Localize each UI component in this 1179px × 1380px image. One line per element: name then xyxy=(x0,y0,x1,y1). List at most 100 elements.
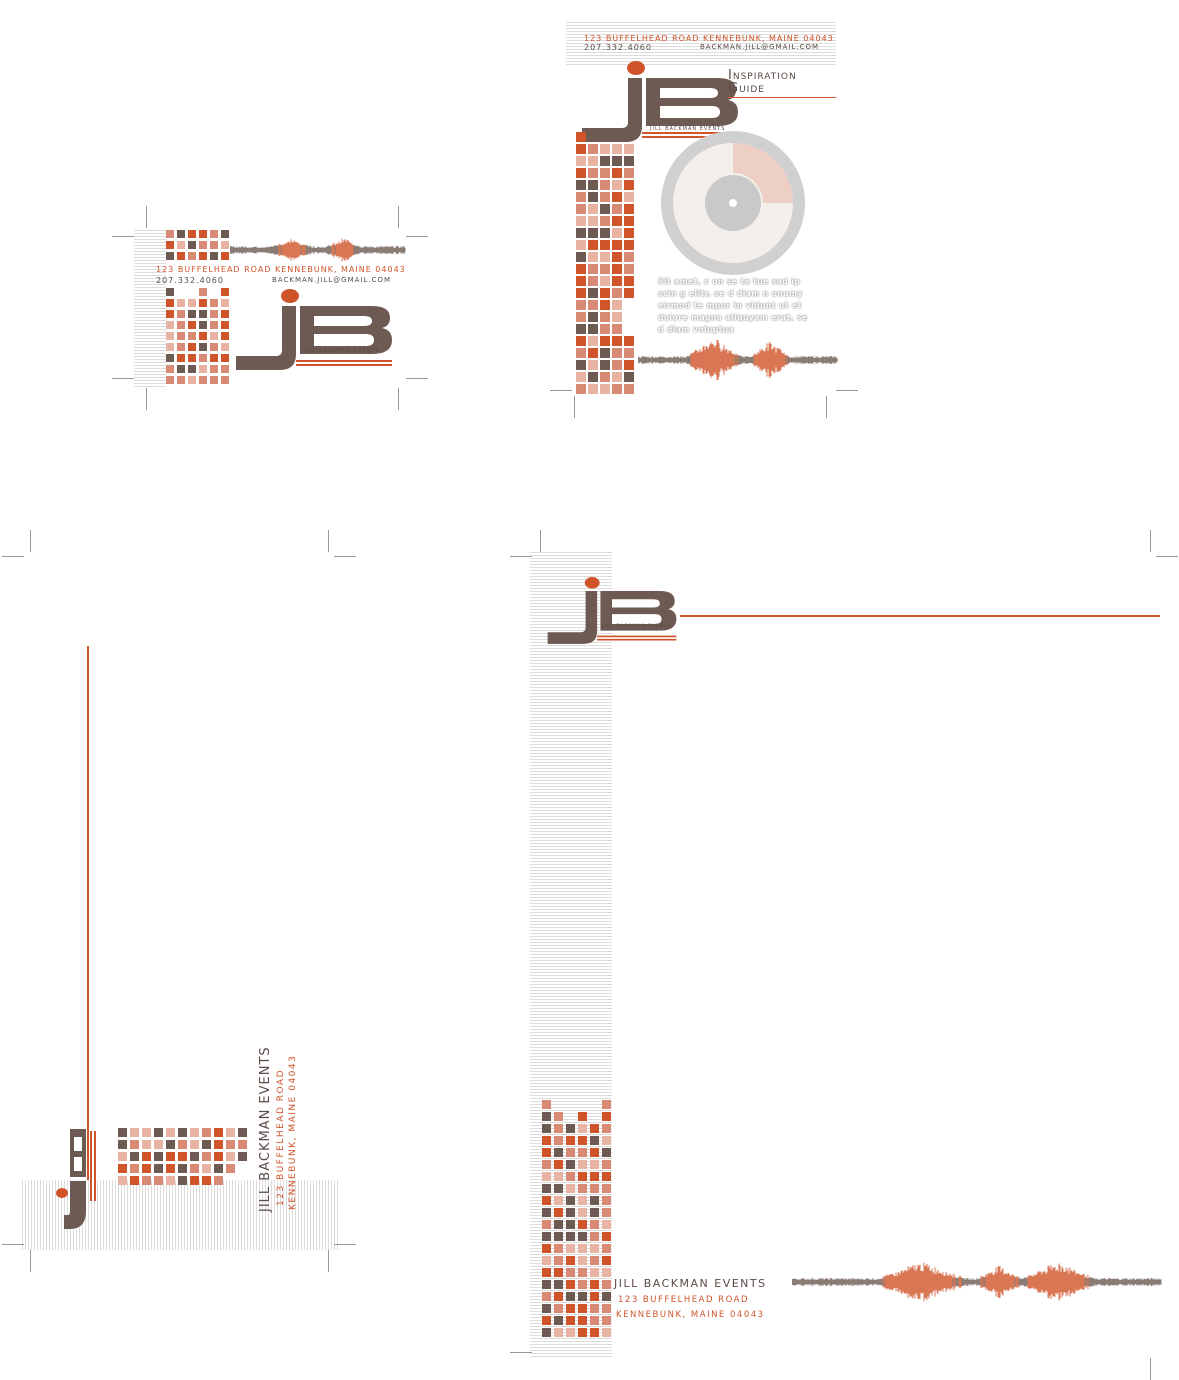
mosaic-tile xyxy=(199,321,207,329)
mosaic-tile xyxy=(178,1176,187,1185)
mosaic-tile xyxy=(542,1244,551,1253)
mosaic-tile xyxy=(590,1268,599,1277)
mosaic-tile xyxy=(624,240,634,250)
mosaic-tile xyxy=(188,354,196,362)
mosaic-tile xyxy=(118,1176,127,1185)
mosaic-tile xyxy=(542,1136,551,1145)
mosaic-tile xyxy=(578,1292,587,1301)
mosaic-tile xyxy=(576,252,586,262)
mosaic-tile xyxy=(554,1112,563,1121)
mosaic-tile xyxy=(566,1316,575,1325)
mosaic-tile xyxy=(590,1160,599,1169)
mosaic-tile xyxy=(202,1140,211,1149)
crop-mark xyxy=(574,396,575,418)
mosaic-tile xyxy=(166,332,174,340)
crop-mark xyxy=(836,390,858,391)
mosaic-tile xyxy=(590,1196,599,1205)
envelope-city: kennebunk, maine 04043 xyxy=(288,1054,298,1210)
mosaic-tile xyxy=(612,168,622,178)
mosaic-tile xyxy=(602,1280,611,1289)
mosaic-tile xyxy=(612,228,622,238)
mosaic-tile xyxy=(226,1140,235,1149)
letterhead: JILL BACKMAN EVENTS JILL BACKMAN EVENTS … xyxy=(530,550,1162,1360)
mosaic-tile xyxy=(590,1304,599,1313)
mosaic-tile xyxy=(612,312,622,322)
card-logo-caption: JILL BACKMAN EVENTS xyxy=(304,348,380,354)
mosaic-tile xyxy=(612,216,622,226)
mosaic-tile xyxy=(588,288,598,298)
mosaic-tile xyxy=(590,1244,599,1253)
mosaic-tile xyxy=(554,1196,563,1205)
mosaic-tile xyxy=(166,230,174,238)
mosaic-tile xyxy=(554,1160,563,1169)
mosaic-tile xyxy=(202,1128,211,1137)
mosaic-tile xyxy=(588,168,598,178)
mosaic-tile xyxy=(612,300,622,310)
crop-mark xyxy=(398,206,399,228)
mosaic-tile xyxy=(566,1196,575,1205)
crop-mark xyxy=(550,390,572,391)
mosaic-tile xyxy=(166,299,174,307)
mosaic-tile xyxy=(210,365,218,373)
mosaic-tile xyxy=(199,241,207,249)
mosaic-tile xyxy=(188,252,196,260)
mosaic-tile xyxy=(214,1140,223,1149)
mosaic-tile xyxy=(600,216,610,226)
mosaic-tile xyxy=(600,300,610,310)
mosaic-tile xyxy=(588,228,598,238)
mosaic-tile xyxy=(588,264,598,274)
guide-title-rule xyxy=(728,97,836,98)
mosaic-tile xyxy=(612,144,622,154)
mosaic-tile xyxy=(214,1176,223,1185)
mosaic-tile xyxy=(554,1172,563,1181)
mosaic-tile xyxy=(221,299,229,307)
mosaic-tile xyxy=(588,300,598,310)
mosaic-tile xyxy=(542,1196,551,1205)
mosaic-tile xyxy=(178,1164,187,1173)
mosaic-tile xyxy=(542,1100,551,1109)
mosaic-tile xyxy=(576,288,586,298)
mosaic-tile xyxy=(612,360,622,370)
mosaic-tile xyxy=(221,343,229,351)
mosaic-tile xyxy=(590,1280,599,1289)
mosaic-tile xyxy=(624,348,634,358)
mosaic-tile xyxy=(166,252,174,260)
mosaic-tile xyxy=(612,240,622,250)
card-address: 123 buffelhead road kennebunk, maine 040… xyxy=(156,265,406,274)
mosaic-tile xyxy=(221,241,229,249)
mosaic-tile xyxy=(612,348,622,358)
mosaic-tile xyxy=(554,1220,563,1229)
mosaic-tile xyxy=(612,252,622,262)
guide-body-text: Sit amet, c on se te tue sad ip scin g e… xyxy=(658,277,808,334)
mosaic-tile xyxy=(624,204,634,214)
letterhead-top-rule xyxy=(680,615,1160,617)
letterhead-city: kennebunk, maine 04043 xyxy=(616,1310,765,1320)
mosaic-tile xyxy=(177,299,185,307)
mosaic-tile xyxy=(566,1124,575,1133)
mosaic-tile xyxy=(602,1148,611,1157)
mosaic-tile xyxy=(190,1140,199,1149)
mosaic-tile xyxy=(542,1124,551,1133)
mosaic-tile xyxy=(600,240,610,250)
mosaic-tile xyxy=(578,1184,587,1193)
guide-phone: 207.332.4060 xyxy=(584,43,652,52)
mosaic-tile xyxy=(578,1124,587,1133)
crop-mark xyxy=(146,388,147,410)
mosaic-tile xyxy=(221,376,229,384)
mosaic-tile xyxy=(590,1172,599,1181)
mosaic-tile xyxy=(166,241,174,249)
mosaic-tile xyxy=(590,1184,599,1193)
mosaic-tile xyxy=(199,365,207,373)
mosaic-tile xyxy=(118,1140,127,1149)
mosaic-tile xyxy=(210,252,218,260)
mosaic-tile xyxy=(578,1232,587,1241)
mosaic-tile xyxy=(600,348,610,358)
mosaic-tile xyxy=(602,1316,611,1325)
mosaic-tile xyxy=(624,336,634,346)
mosaic-tile xyxy=(588,180,598,190)
mosaic-tile xyxy=(221,365,229,373)
envelope: JILL BACKMAN EVENTS 123 buffelhead road … xyxy=(20,550,340,1260)
mosaic-tile xyxy=(554,1208,563,1217)
mosaic-tile xyxy=(590,1136,599,1145)
mosaic-tile xyxy=(542,1112,551,1121)
